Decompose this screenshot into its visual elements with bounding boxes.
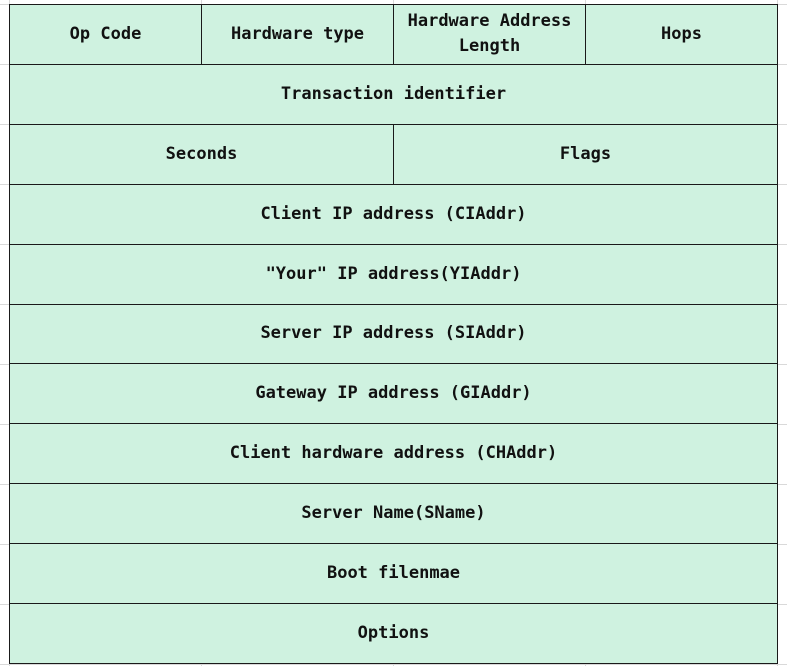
field-hops: Hops	[585, 4, 778, 65]
field-seconds: Seconds	[9, 123, 394, 185]
field-server-ip-address: Server IP address (SIAddr)	[9, 303, 778, 365]
table-row: Boot filenmae	[9, 543, 778, 605]
field-client-hardware-address: Client hardware address (CHAddr)	[9, 423, 778, 485]
field-options: Options	[9, 603, 778, 664]
gridline	[0, 664, 787, 665]
table-row: Gateway IP address (GIAddr)	[9, 363, 778, 425]
table-row: Client hardware address (CHAddr)	[9, 423, 778, 485]
field-op-code: Op Code	[9, 4, 202, 65]
field-transaction-identifier: Transaction identifier	[9, 63, 778, 125]
table-row: Server IP address (SIAddr)	[9, 303, 778, 365]
field-gateway-ip-address: Gateway IP address (GIAddr)	[9, 363, 778, 425]
field-hardware-address-length: Hardware Address Length	[393, 4, 586, 65]
field-boot-filename: Boot filenmae	[9, 543, 778, 605]
table-row: Op Code Hardware type Hardware Address L…	[9, 4, 778, 65]
field-flags: Flags	[393, 123, 778, 185]
field-server-name: Server Name(SName)	[9, 483, 778, 545]
table-row: Server Name(SName)	[9, 483, 778, 545]
field-hardware-type: Hardware type	[201, 4, 394, 65]
dhcp-packet-format-table: Op Code Hardware type Hardware Address L…	[9, 4, 778, 664]
table-row: Options	[9, 603, 778, 664]
table-row: Seconds Flags	[9, 123, 778, 185]
table-row: Client IP address (CIAddr)	[9, 183, 778, 245]
field-client-ip-address: Client IP address (CIAddr)	[9, 183, 778, 245]
table-row: "Your" IP address(YIAddr)	[9, 243, 778, 305]
table-row: Transaction identifier	[9, 63, 778, 125]
field-your-ip-address: "Your" IP address(YIAddr)	[9, 243, 778, 305]
